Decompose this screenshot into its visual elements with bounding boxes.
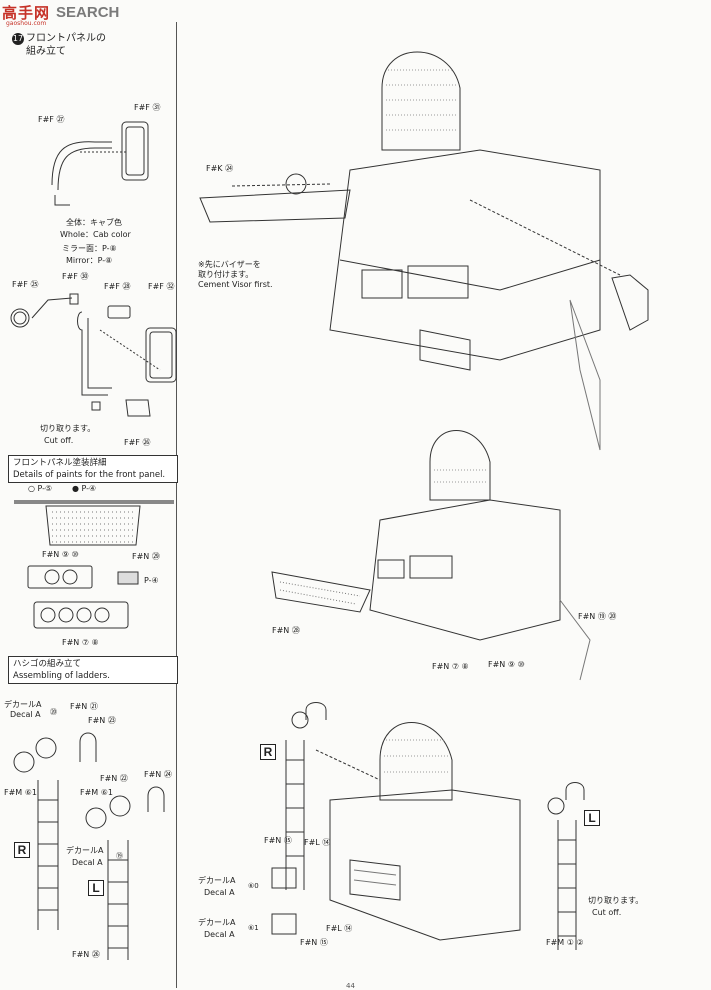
visor-note-en: Cement Visor first. bbox=[198, 280, 273, 289]
right-side-marker-main: R bbox=[260, 744, 276, 760]
left-side-marker-main: L bbox=[584, 810, 600, 826]
decal-a-jp-main1: デカールA bbox=[198, 876, 236, 885]
truck-cab-bottom-drawing bbox=[271, 702, 585, 950]
site-logo[interactable]: 高手网 bbox=[2, 4, 51, 22]
paint-details-title-en: Details of paints for the front panel. bbox=[13, 470, 166, 480]
cut-off-jp-left: 切り取ります。 bbox=[40, 424, 96, 433]
part-label-fn78-left: F#N ⑦ ⑧ bbox=[62, 638, 99, 647]
grill-detail-drawing bbox=[14, 500, 174, 546]
cut-off-en-main: Cut off. bbox=[592, 908, 622, 917]
paint-mirror-en-label: Mirror：P-⑧ bbox=[66, 256, 113, 265]
decal-number-19: ⑲ bbox=[116, 852, 123, 860]
part-label-fn1920: F#N ⑲ ⑳ bbox=[578, 612, 617, 621]
step-title: フロントパネルの 組み立て bbox=[26, 32, 106, 58]
visor-note-jp2: 取り付けます。 bbox=[198, 270, 254, 279]
part-label-ff27: F#F ㉗ bbox=[38, 115, 65, 124]
visor-note-jp1: ※先にバイザーを bbox=[198, 260, 261, 269]
part-label-fn24: F#N ㉔ bbox=[144, 770, 172, 779]
ladder-assembly-box: ハシゴの組み立て Assembling of ladders. bbox=[8, 656, 178, 684]
step-title-line1: フロントパネルの bbox=[26, 33, 106, 44]
part-label-fn910-left: F#N ⑨ ⑩ bbox=[42, 550, 79, 559]
part-label-fn22: F#N ㉒ bbox=[100, 774, 128, 783]
truck-cab-middle-drawing bbox=[271, 430, 591, 681]
paint-legend-filled: ● P-④ bbox=[72, 484, 97, 493]
part-label-ff26: F#F ㉖ bbox=[124, 438, 151, 447]
decal-number-60: ⑥0 bbox=[248, 882, 259, 890]
decal-number-20: ⑳ bbox=[50, 708, 57, 716]
step-number-badge: 17 bbox=[12, 33, 24, 45]
decal-a-en-main1: Decal A bbox=[204, 888, 235, 897]
cut-off-en-left: Cut off. bbox=[44, 436, 74, 445]
part-label-fl14a: F#L ⑭ bbox=[304, 838, 331, 847]
left-side-marker-left: L bbox=[88, 880, 104, 896]
step-title-line2: 組み立て bbox=[26, 46, 66, 57]
page-number: 44 bbox=[346, 982, 355, 990]
paint-legend-open: ○ P-⑤ bbox=[28, 484, 53, 493]
part-label-ff28: F#F ㉘ bbox=[104, 282, 131, 291]
paint-details-box: フロントパネル塗装詳細 Details of paints for the fr… bbox=[8, 455, 178, 483]
cut-off-jp-main: 切り取ります。 bbox=[588, 896, 644, 905]
part-label-fn21: F#N ㉑ bbox=[70, 702, 98, 711]
paint-details-title-jp: フロントパネル塗装詳細 bbox=[13, 458, 107, 468]
left-column-frame bbox=[4, 22, 177, 988]
part-label-ff25: F#F ㉕ bbox=[12, 280, 39, 289]
visor-note: ※先にバイザーを 取り付けます。 Cement Visor first. bbox=[198, 260, 273, 290]
part-label-ff30: F#F ㉚ bbox=[62, 272, 89, 281]
part-label-fn15a: F#N ⑮ bbox=[264, 836, 292, 845]
logo-subtext: gaoshou.com bbox=[6, 20, 47, 27]
decal-a-jp-mid: デカールA bbox=[66, 846, 104, 855]
part-label-fn26-ladder: F#N ㉖ bbox=[72, 950, 100, 959]
part-label-fl14b: F#L ⑭ bbox=[326, 924, 353, 933]
ladder-title-en: Assembling of ladders. bbox=[13, 671, 110, 681]
search-link[interactable]: SEARCH bbox=[56, 4, 120, 21]
right-side-marker-left: R bbox=[14, 842, 30, 858]
paint-body-label: 全体：キャブ色 bbox=[66, 218, 122, 227]
mirror-assembly-1-drawing bbox=[51, 121, 149, 206]
part-label-ff31: F#F ㉛ bbox=[134, 103, 161, 112]
decal-a-jp-left: デカールA bbox=[4, 700, 42, 709]
decal-number-61: ⑥1 bbox=[248, 924, 259, 932]
site-header: 高手网 SEARCH bbox=[2, 2, 119, 23]
mirror-assembly-2-drawing bbox=[10, 293, 177, 417]
ladder-assembly-drawing bbox=[13, 732, 165, 960]
truck-cab-top-drawing bbox=[199, 51, 649, 451]
decal-a-en-main2: Decal A bbox=[204, 930, 235, 939]
decal-a-jp-main2: デカールA bbox=[198, 918, 236, 927]
part-label-fn78-main: F#N ⑦ ⑧ bbox=[432, 662, 469, 671]
paint-body-en-label: Whole：Cab color bbox=[60, 230, 131, 239]
light-parts-drawing bbox=[27, 565, 139, 629]
part-label-fm61-left: F#M ⑥1 bbox=[4, 788, 38, 797]
part-label-fn28: F#N ㉘ bbox=[272, 626, 300, 635]
decal-a-en-left: Decal A bbox=[10, 710, 41, 719]
ladder-title-jp: ハシゴの組み立て bbox=[13, 659, 82, 669]
part-label-fm61b: F#M ⑥1 bbox=[80, 788, 114, 797]
part-label-fn910-main: F#N ⑨ ⑩ bbox=[488, 660, 525, 669]
part-label-fn23: F#N ㉓ bbox=[88, 716, 116, 725]
part-label-ff32: F#F ㉜ bbox=[148, 282, 175, 291]
decal-a-en-mid: Decal A bbox=[72, 858, 103, 867]
part-label-fn29: F#N ㉙ bbox=[132, 552, 160, 561]
part-label-fn15b: F#N ⑮ bbox=[300, 938, 328, 947]
part-label-fk24: F#K ㉔ bbox=[206, 164, 234, 173]
paint-code-p4: P-④ bbox=[144, 576, 159, 585]
paint-mirror-label: ミラー面：P-⑧ bbox=[62, 244, 117, 253]
part-label-fm12: F#M ① ② bbox=[546, 938, 584, 947]
